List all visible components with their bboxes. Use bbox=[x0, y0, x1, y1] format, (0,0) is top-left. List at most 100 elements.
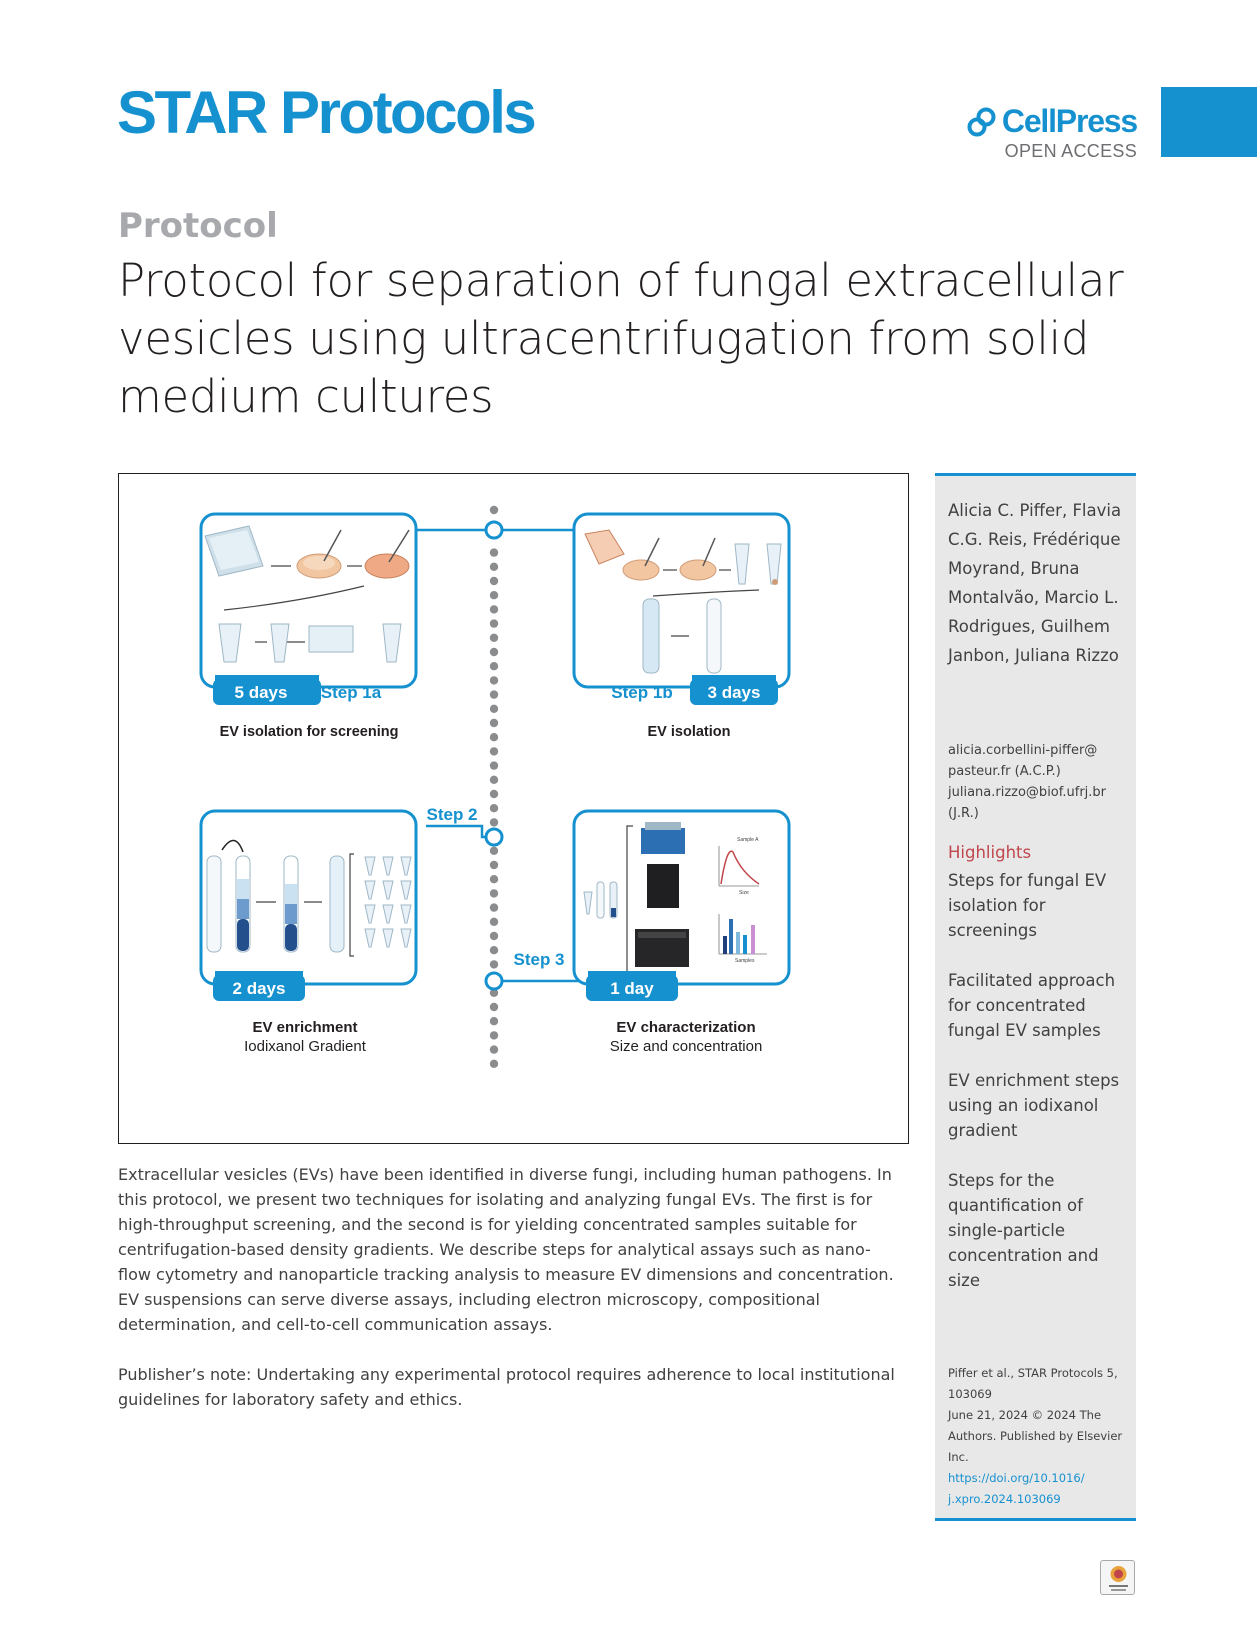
timeline-dot bbox=[489, 562, 499, 571]
panel-step1a: 5 days Step 1a EV isolation for screenin… bbox=[199, 512, 418, 740]
chart-sample-label: Sample A bbox=[737, 837, 759, 843]
fraction-tube bbox=[382, 880, 394, 900]
chart-bar-x-label: Samples bbox=[735, 958, 755, 964]
arrows bbox=[652, 569, 760, 637]
timeline-dot bbox=[489, 747, 499, 756]
step2-label: Step 2 bbox=[426, 805, 477, 824]
journal-title: STAR Protocols bbox=[117, 79, 537, 146]
timeline-dot bbox=[489, 505, 499, 515]
timeline-dot bbox=[489, 619, 499, 628]
highlight-item: EV enrichment steps using an iodixanol g… bbox=[948, 1071, 1120, 1140]
centrifuge-tubes-icon bbox=[642, 598, 722, 674]
step2-caption: EV enrichment bbox=[252, 1019, 357, 1036]
fraction-tube bbox=[400, 856, 412, 876]
sidebar: Alicia C. Piffer, Flavia C.G. Reis, Fréd… bbox=[935, 473, 1136, 1521]
highlight-item: Steps for fungal EV isolation for screen… bbox=[948, 871, 1107, 940]
petri-dish-icon bbox=[296, 529, 410, 579]
fraction-tube bbox=[364, 856, 376, 876]
timeline-dot bbox=[489, 988, 499, 997]
email-link[interactable]: alicia.corbellini-piffer@ pasteur.fr (A.… bbox=[948, 743, 1098, 779]
node-step1 bbox=[484, 520, 504, 540]
timeline-dot bbox=[489, 775, 499, 784]
fraction-tube bbox=[364, 928, 376, 948]
timeline-dots bbox=[489, 505, 499, 1068]
step1a-days: 5 days bbox=[235, 683, 288, 702]
doi-link[interactable]: https://doi.org/10.1016/ j.xpro.2024.103… bbox=[948, 1471, 1085, 1506]
corner-accent-block bbox=[1161, 87, 1257, 157]
timeline-dot bbox=[489, 931, 499, 941]
timeline-dot bbox=[489, 1045, 499, 1054]
step3-days: 1 day bbox=[610, 979, 654, 998]
flask-and-dishes-icon bbox=[584, 529, 782, 585]
timeline-dot bbox=[489, 1017, 499, 1026]
fraction-tube bbox=[364, 880, 376, 900]
timeline-dot bbox=[489, 960, 499, 969]
timeline-dot bbox=[489, 633, 499, 642]
concentration-bar-chart: Samples bbox=[718, 914, 767, 964]
step3-label: Step 3 bbox=[513, 950, 564, 969]
node-step3 bbox=[484, 971, 504, 991]
timeline-dot bbox=[489, 761, 499, 770]
timeline-dot bbox=[489, 676, 499, 685]
highlight-item: Steps for the quantification of single-p… bbox=[948, 1171, 1099, 1290]
timeline-dot bbox=[489, 591, 499, 600]
timeline-dot bbox=[489, 690, 499, 699]
panel-step3: Sample A Size Samples 1 day EV character… bbox=[572, 809, 791, 1055]
timeline-dot bbox=[489, 548, 499, 557]
step1b-days: 3 days bbox=[708, 683, 761, 702]
check-for-updates-badge[interactable] bbox=[1100, 1560, 1135, 1595]
timeline-dot bbox=[489, 860, 499, 870]
cellpress-icon bbox=[967, 107, 996, 136]
timeline-dot bbox=[489, 804, 499, 813]
plate-96well-icon bbox=[204, 525, 264, 577]
graphical-abstract: 5 days Step 1a EV isolation for screenin… bbox=[118, 473, 909, 1144]
timeline-dot bbox=[489, 605, 499, 614]
fraction-tube bbox=[382, 928, 394, 948]
step1b-caption: EV isolation bbox=[648, 724, 731, 740]
email-link[interactable]: juliana.rizzo@biof.ufrj.br (J.R.) bbox=[948, 785, 1107, 821]
open-access-label: OPEN ACCESS bbox=[1004, 141, 1137, 161]
highlights-list: Steps for fungal EV isolation for screen… bbox=[948, 868, 1130, 1318]
timeline-nodes bbox=[484, 520, 504, 991]
fraction-tubes-icon bbox=[364, 856, 412, 948]
citation-reference: Piffer et al., STAR Protocols 5, 103069 bbox=[948, 1366, 1118, 1401]
instrument-icons bbox=[635, 822, 689, 967]
cellpress-logo: CellPress OPEN ACCESS bbox=[965, 103, 1138, 163]
step1b-label: Step 1b bbox=[611, 683, 672, 702]
step3-subcaption: Size and concentration bbox=[610, 1038, 763, 1055]
arrows bbox=[223, 565, 365, 643]
timeline-dot bbox=[489, 946, 499, 955]
article-type: Protocol bbox=[118, 206, 278, 246]
contact-emails: alicia.corbellini-piffer@ pasteur.fr (A.… bbox=[948, 740, 1130, 824]
chart-x-label: Size bbox=[739, 890, 749, 896]
highlight-item: Facilitated approach for concentrated fu… bbox=[948, 971, 1116, 1040]
timeline-dot bbox=[489, 875, 499, 884]
abstract-text: Extracellular vesicles (EVs) have been i… bbox=[118, 1165, 894, 1334]
publisher-note: Publisher’s note: Undertaking any experi… bbox=[118, 1365, 895, 1409]
timeline-dot bbox=[489, 903, 499, 912]
timeline-dot bbox=[489, 818, 499, 827]
fraction-tube bbox=[364, 904, 376, 924]
check-updates-icon bbox=[1109, 1566, 1128, 1591]
node-step2 bbox=[484, 827, 504, 847]
article-title: Protocol for separation of fungal extrac… bbox=[118, 254, 1124, 423]
highlights-heading: Highlights bbox=[948, 843, 1032, 862]
fraction-tube bbox=[382, 904, 394, 924]
timeline-dot bbox=[489, 733, 499, 742]
timeline-dot bbox=[489, 662, 499, 671]
fraction-tube bbox=[400, 928, 412, 948]
fraction-tube bbox=[400, 904, 412, 924]
size-distribution-chart: Sample A Size bbox=[718, 837, 760, 896]
tubes-icon bbox=[218, 623, 402, 663]
timeline-dot bbox=[489, 789, 499, 799]
timeline-dot bbox=[489, 647, 499, 657]
timeline-dot bbox=[489, 1002, 499, 1012]
step1a-caption: EV isolation for screening bbox=[220, 724, 399, 740]
step2-subcaption: Iodixanol Gradient bbox=[244, 1038, 367, 1055]
timeline-dot bbox=[489, 1059, 499, 1068]
timeline-dot bbox=[489, 846, 499, 855]
panel-step1b: Step 1b 3 days EV isolation bbox=[572, 512, 791, 740]
panel-step2: 2 days EV enrichment Iodixanol Gradient bbox=[199, 809, 418, 1055]
timeline-dot bbox=[489, 1031, 499, 1040]
step2-days: 2 days bbox=[233, 979, 286, 998]
